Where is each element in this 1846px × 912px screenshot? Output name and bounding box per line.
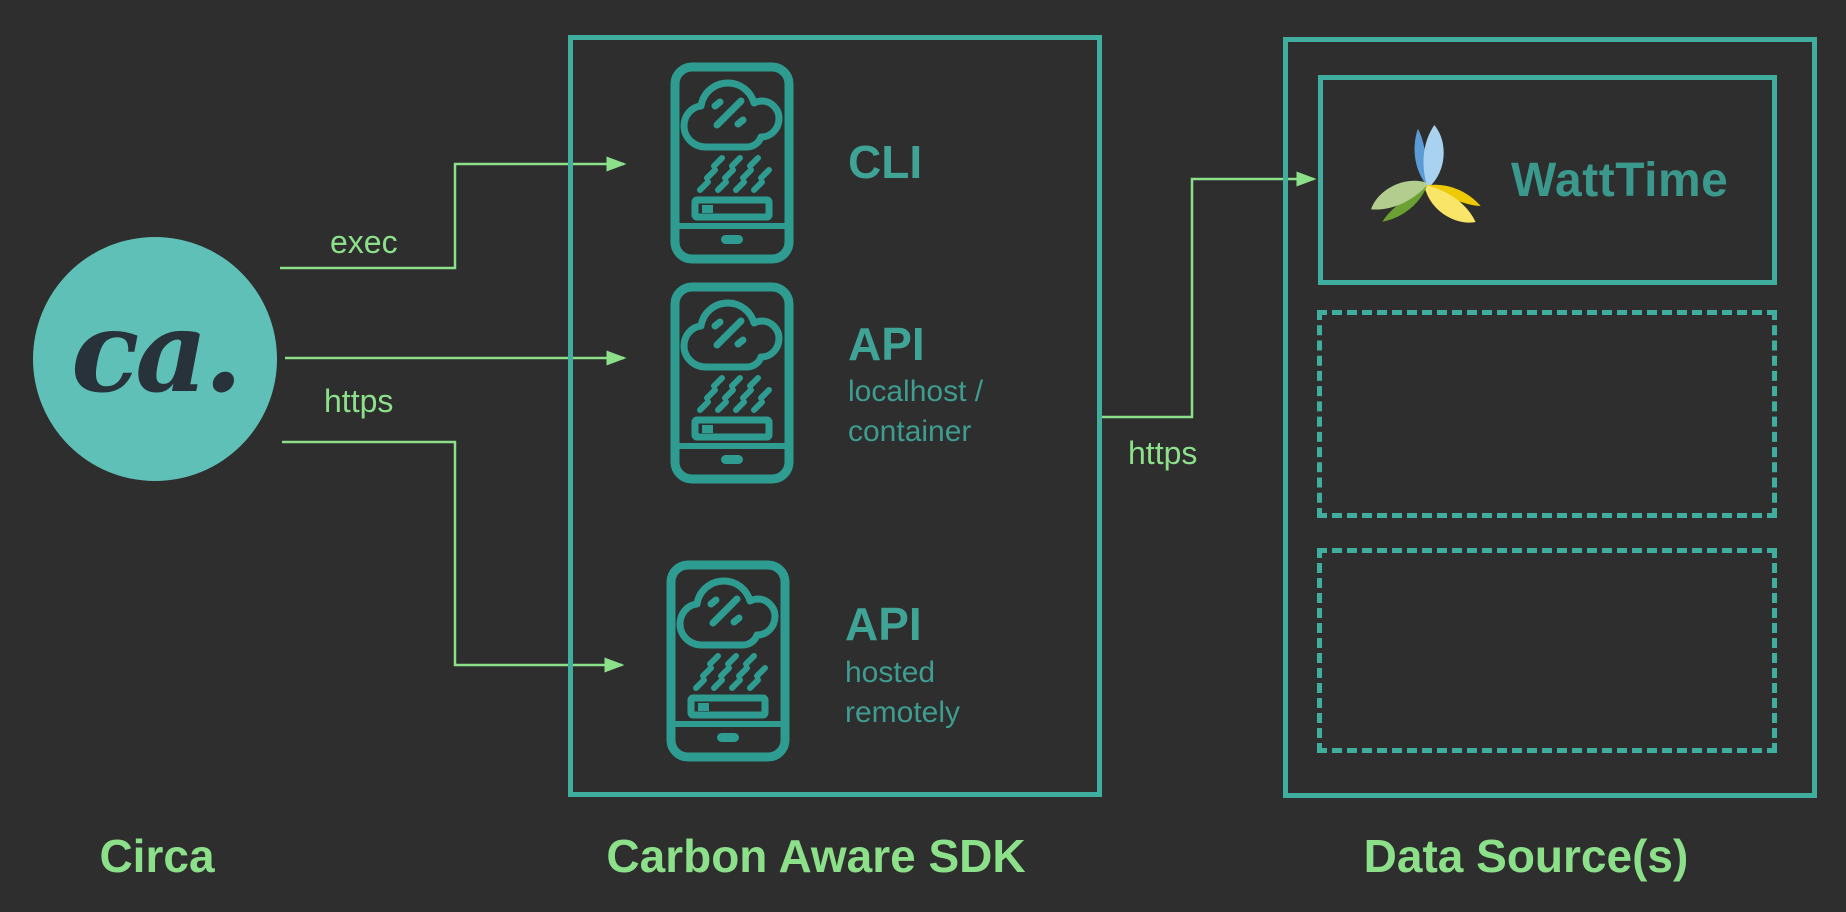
https-right-label: https: [1128, 435, 1198, 471]
data-source-placeholder-1: [1317, 310, 1777, 518]
circa-label: Circa: [99, 830, 215, 882]
api-remote-subtitle: hosted remotely: [845, 653, 960, 733]
api-local-title: API: [848, 318, 925, 370]
circa-logo-text: ca.: [71, 287, 243, 418]
data-source-placeholder-2: [1317, 548, 1777, 753]
api-remote-subtitle-line1: hosted: [845, 656, 936, 689]
cli-title: CLI: [848, 136, 923, 188]
api-remote-subtitle-line2: remotely: [845, 696, 961, 729]
phone-cloud-rain-icon: [670, 62, 794, 264]
phone-cloud-rain-icon: [666, 560, 790, 762]
watttime-box: WattTime: [1318, 75, 1777, 285]
data-sources-box: WattTime: [1283, 37, 1817, 798]
https-left-label: https: [324, 383, 394, 419]
api-remote-title: API: [845, 598, 922, 650]
circa-logo: ca.: [33, 237, 277, 481]
watttime-logo-icon: [1371, 125, 1481, 223]
api-local-subtitle-line2: container: [848, 415, 972, 448]
watttime-label: WattTime: [1511, 153, 1729, 207]
exec-label: exec: [330, 224, 398, 260]
carbon-aware-sdk-box: CLI API localhost / container API hosted…: [568, 35, 1102, 797]
phone-cloud-rain-icon: [670, 282, 794, 484]
api-local-subtitle-line1: localhost /: [848, 375, 984, 408]
carbon-aware-sdk-label: Carbon Aware SDK: [606, 830, 1026, 882]
api-local-subtitle: localhost / container: [848, 372, 983, 452]
data-sources-label: Data Source(s): [1363, 830, 1689, 882]
